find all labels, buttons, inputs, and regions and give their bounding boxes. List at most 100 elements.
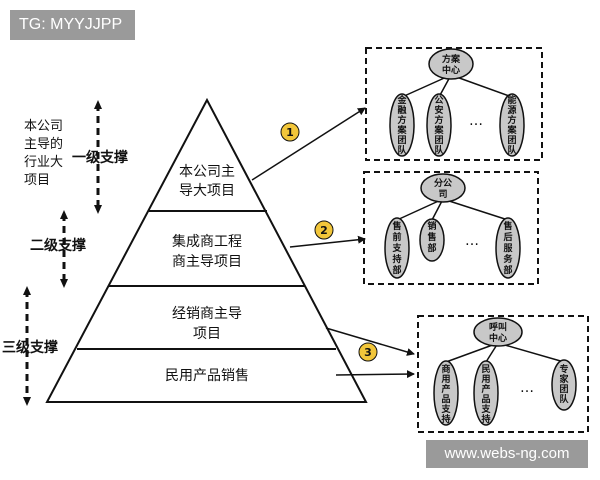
connector-arrow-2 <box>289 235 366 248</box>
org-group-2-child-3-char: 服 <box>503 243 513 254</box>
org-group-1-child-1-char: 案 <box>396 124 407 136</box>
org-group-3: 呼叫 中心 商 用 产 品 支 持 民 用 产 品 支 持 … 专 家 团 队 <box>417 315 589 433</box>
org-group-1-child-1-char: 队 <box>397 144 407 156</box>
org-group-3-child-2-char: 持 <box>481 413 490 425</box>
org-group-2-child-2-char: 销 <box>427 220 436 232</box>
connector-arrow-1 <box>251 107 366 181</box>
org-group-1-root-line: 方案 <box>442 53 461 65</box>
connector-arrow-3b <box>335 370 415 379</box>
org-group-2-root-line: 司 <box>438 189 447 200</box>
org-group-2-child-2-char: 部 <box>427 242 436 254</box>
callout-3: 3 <box>358 342 378 362</box>
pyramid-tier-1-line: 导大项目 <box>179 183 235 199</box>
side-note-line: 主导的 <box>24 136 63 152</box>
connectors <box>251 107 415 379</box>
org-group-3-root-line: 中心 <box>489 332 507 344</box>
org-group-1-child-2-char: 安 <box>434 104 443 116</box>
callout-2: 2 <box>314 220 334 240</box>
pyramid-tier-2-line: 商主导项目 <box>172 254 242 270</box>
org-group-1: 方案 中心 金 融 方 案 团 队 公 安 方 案 团 队 … 能 源 方 案 … <box>365 47 543 161</box>
org-group-1-child-node-1 <box>389 93 415 157</box>
tree-edge <box>442 198 509 221</box>
org-group-3-child-3-char: 家 <box>559 373 569 385</box>
org-group-1-ellipsis: … <box>469 113 483 129</box>
org-group-3-child-1-char: 品 <box>441 394 450 405</box>
org-group-2-child-3-char: 售 <box>502 220 512 232</box>
org-group-3-child-3-char: 团 <box>559 384 568 395</box>
org-group-1-child-3-char: 队 <box>507 144 517 156</box>
org-group-2-child-node-2 <box>419 218 445 262</box>
org-group-2-child-node-1 <box>384 217 410 279</box>
org-group-1-child-3-char: 能 <box>507 94 516 106</box>
org-group-1-child-2-char: 案 <box>433 124 444 136</box>
org-group-2-child-2-char: 售 <box>426 231 436 243</box>
org-group-3-box <box>417 315 589 433</box>
callout-2-circle <box>314 220 334 240</box>
support-level-2: 二级支撑 <box>30 210 86 288</box>
support-level-3-label: 三级支撑 <box>2 339 58 356</box>
callout-2-label: 2 <box>320 224 328 237</box>
org-group-1-child-1-char: 金 <box>396 94 407 106</box>
org-group-1-child-1-char: 团 <box>397 135 406 146</box>
callout-1-circle <box>280 122 300 142</box>
org-group-2-child-node-3 <box>495 217 521 279</box>
org-group-1-child-2-char: 公 <box>434 95 443 106</box>
tree-edge <box>445 342 499 363</box>
org-group-1-child-node-2 <box>426 93 452 157</box>
org-group-3-root-node <box>473 317 523 347</box>
org-group-3-child-1-char: 产 <box>441 383 450 395</box>
tree-edge <box>450 74 513 98</box>
org-group-1-child-3-char: 团 <box>507 135 516 146</box>
org-group-1-child-node-3 <box>499 93 525 157</box>
org-group-2-child-1-char: 支 <box>391 242 402 254</box>
org-group-2-root-node <box>420 173 466 203</box>
watermark-top-left: TG: MYYJJPP <box>10 10 135 40</box>
support-level-2-label: 二级支撑 <box>30 237 86 254</box>
callout-1-label: 1 <box>286 126 294 139</box>
org-group-1-child-3-char: 源 <box>507 104 516 116</box>
org-group-2-root-line: 分公 <box>434 177 452 189</box>
org-group-2-child-1-char: 售 <box>391 220 401 232</box>
org-group-1-child-3-char: 案 <box>506 124 517 136</box>
org-group-1-box <box>365 47 543 161</box>
org-group-1-root-node <box>428 48 474 80</box>
org-group-3-child-2-char: 产 <box>481 383 490 395</box>
connector-arrow-3a <box>325 327 415 356</box>
org-group-3-child-2-char: 支 <box>480 403 491 415</box>
org-group-2-ellipsis: … <box>465 233 479 249</box>
org-group-2: 分公 司 售 前 支 持 部 销 售 部 … 售 后 服 务 部 <box>363 171 539 285</box>
org-group-3-child-node-2 <box>473 360 499 426</box>
org-group-2-box <box>363 171 539 285</box>
org-group-3-child-1-char: 用 <box>440 374 450 385</box>
org-group-3-child-node-3 <box>551 359 577 411</box>
org-group-3-child-1-char: 商 <box>441 363 450 375</box>
side-note-line: 行业大 <box>24 155 63 170</box>
org-group-1-child-1-char: 融 <box>397 104 406 116</box>
org-group-3-child-1-char: 持 <box>441 413 450 425</box>
org-group-1-child-1-char: 方 <box>397 114 406 126</box>
watermark-bottom-right: www.webs-ng.com <box>426 440 588 468</box>
callout-1: 1 <box>280 122 300 142</box>
pyramid: 本公司主 导大项目 集成商工程 商主导项目 经销商主导 项目 民用产品销售 <box>45 97 368 403</box>
side-note-line: 项目 <box>24 173 50 188</box>
org-group-2-child-3-char: 务 <box>503 253 513 265</box>
org-group-1-child-2-char: 队 <box>434 144 444 156</box>
org-group-3-child-3-char: 专 <box>559 363 568 375</box>
org-group-3-child-2-char: 用 <box>480 374 490 385</box>
support-level-3: 三级支撑 <box>2 286 58 406</box>
org-group-3-child-2-char: 品 <box>481 394 490 405</box>
callout-3-label: 3 <box>364 346 372 359</box>
tree-edge <box>396 198 444 221</box>
side-note: 本公司 主导的 行业大 项目 <box>24 119 63 188</box>
support-level-1: 一级支撑 <box>72 100 128 214</box>
pyramid-outline <box>45 97 368 403</box>
support-level-1-label: 一级支撑 <box>72 149 128 166</box>
pyramid-tier-3-line: 经销商主导 <box>172 306 242 322</box>
org-group-2-child-1-char: 持 <box>392 253 401 265</box>
pyramid-tier-1-line: 本公司主 <box>179 164 235 180</box>
org-group-2-child-1-char: 前 <box>392 231 401 243</box>
org-group-2-child-3-char: 部 <box>503 264 512 276</box>
org-group-3-child-3-char: 队 <box>559 393 569 405</box>
pyramid-tier-2-line: 集成商工程 <box>172 233 242 250</box>
